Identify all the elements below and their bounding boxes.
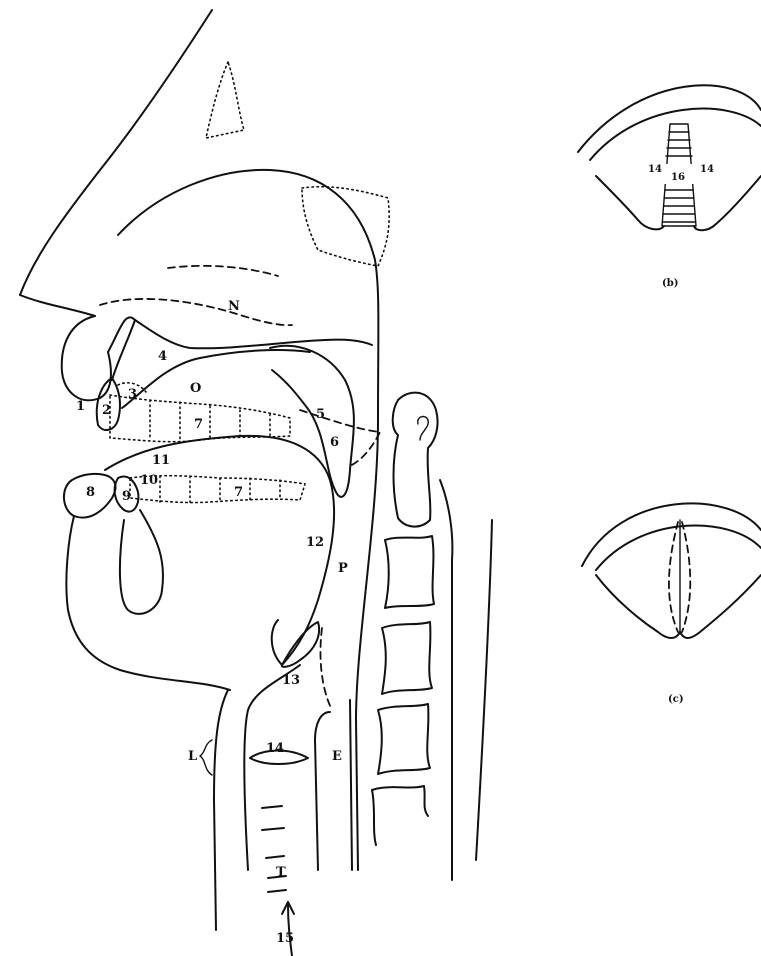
panel-c-caption: (c): [668, 694, 684, 705]
neck-front: [214, 690, 228, 930]
upper-jaw-inner: [112, 320, 135, 380]
panel-b-label-left: 14: [648, 164, 662, 175]
label-13: 13: [282, 673, 300, 688]
epiglottis-dash: [320, 628, 332, 710]
label-4: 4: [158, 349, 167, 364]
soft-palate: [270, 346, 354, 497]
label-6: 6: [330, 435, 339, 450]
label-2: 2: [102, 403, 111, 418]
label-N: N: [228, 299, 240, 314]
label-7a: 7: [194, 417, 203, 432]
tracheal-ring-5: [268, 890, 286, 892]
label-T: T: [276, 865, 286, 880]
label-3: 3: [128, 387, 137, 402]
turbinate-lower: [100, 299, 292, 325]
frontal-sinus: [206, 62, 244, 138]
vertebra-5-left: [372, 790, 376, 845]
atlas-hook: [418, 417, 429, 440]
panel-b-label-center: 16: [671, 172, 685, 183]
panel-c-right-fold: [680, 575, 761, 638]
nasal-cavity-outline: [118, 170, 378, 870]
panel-b-outer-arc: [578, 85, 761, 152]
label-1: 1: [76, 399, 85, 414]
panel-c: (c): [582, 503, 761, 705]
panel-b-label-right: 14: [700, 164, 714, 175]
panel-b: 14 14 16 (b): [578, 85, 761, 289]
panel-b-left-cartilage: [596, 176, 664, 229]
label-5: 5: [316, 407, 325, 422]
label-14: 14: [266, 741, 284, 756]
upper-jaw: [108, 317, 372, 352]
label-P: P: [338, 561, 348, 576]
tracheal-ring-2: [262, 828, 284, 830]
tracheal-ring-1: [262, 806, 282, 808]
label-15: 15: [276, 931, 294, 946]
panel-c-left-fold: [596, 575, 680, 638]
larynx-front: [244, 665, 300, 870]
atlas-vertebra: [393, 393, 438, 527]
mandible: [120, 510, 163, 614]
spinal-line: [476, 520, 492, 860]
label-8: 8: [86, 485, 95, 500]
label-7b: 7: [234, 485, 243, 500]
sphenoid-sinus: [302, 187, 389, 266]
label-12: 12: [306, 535, 324, 550]
tracheal-ring-3: [266, 856, 284, 858]
panel-b-right-cartilage: [694, 176, 761, 230]
vertebra-2: [385, 536, 434, 608]
nose-outline: [20, 10, 212, 295]
label-O: O: [190, 381, 201, 396]
chin-outline: [66, 516, 230, 690]
label-E: E: [332, 749, 342, 764]
sagittal-section: N O P E L T 1 2 3 4 5 6 7 7 8 9 10 11 12…: [20, 10, 492, 956]
tongue: [105, 436, 334, 665]
label-11: 11: [152, 453, 170, 468]
label-L: L: [188, 749, 197, 764]
vertebral-column-edge: [440, 480, 452, 880]
nostril-outline: [20, 295, 95, 316]
label-9: 9: [122, 489, 131, 504]
vertebra-3: [382, 622, 432, 694]
trachea-back: [315, 712, 330, 870]
esophagus-wall: [350, 700, 352, 870]
nasopharynx-dash: [300, 410, 380, 466]
panel-b-caption: (b): [662, 278, 678, 289]
vertebra-4: [378, 704, 430, 774]
label-10: 10: [140, 473, 158, 488]
turbinate-upper: [168, 266, 278, 276]
panel-c-inner-arc: [596, 525, 761, 570]
vertebra-5: [372, 786, 428, 816]
larynx-brace: [200, 740, 212, 775]
